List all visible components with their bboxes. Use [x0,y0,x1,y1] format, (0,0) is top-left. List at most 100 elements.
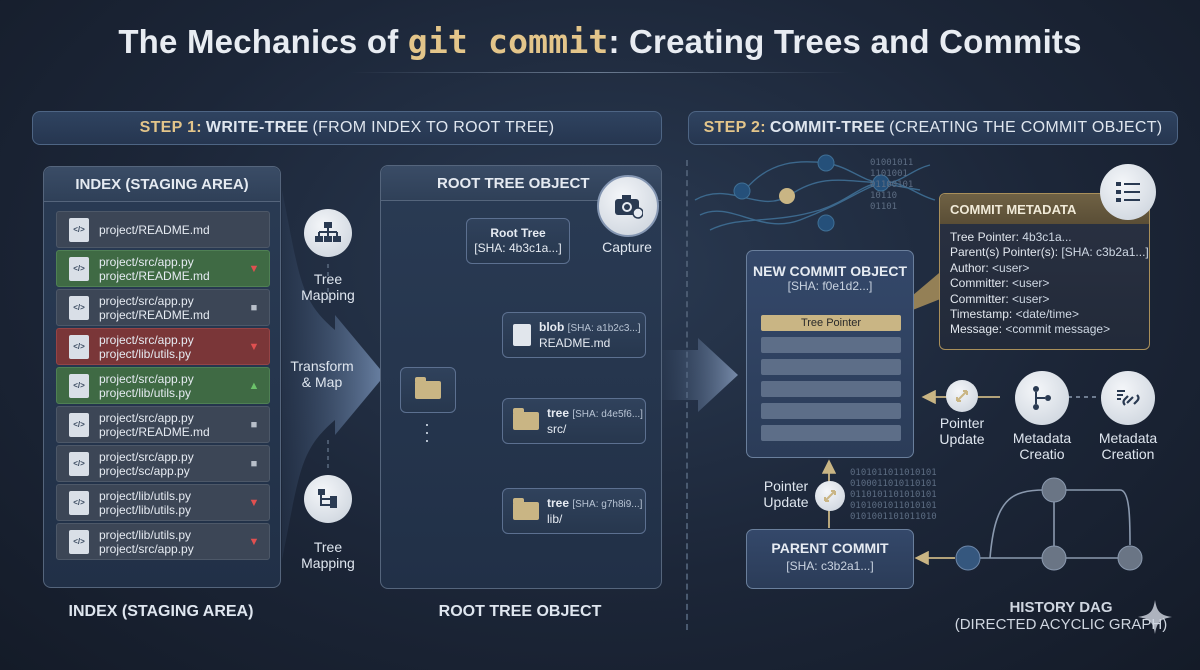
status-marker-icon: ▼ [248,535,260,548]
index-footer: INDEX (STAGING AREA) [68,603,254,620]
file-icon: </> [69,334,89,359]
step1-desc: (FROM INDEX TO ROOT TREE) [312,119,555,136]
metadata-value: <date/time> [1015,307,1079,322]
index-row-line1: project/src/app.py [99,371,194,386]
sparkle-icon [1138,600,1172,634]
transform-map-label: Transform & Map [282,358,362,390]
history-dag-label: HISTORY DAG (DIRECTED ACYCLIC GRAPH) [946,599,1176,633]
pointer-update-icon [946,380,978,412]
commit-metadata-lines: Tree Pointer: 4b3c1a...Parent(s) Pointer… [940,224,1149,338]
title-code: git commit [407,22,609,61]
step1-banner: STEP 1: WRITE-TREE (FROM INDEX TO ROOT T… [32,111,662,145]
index-row-line1: project/src/app.py [99,332,194,347]
dag-node [1117,545,1143,571]
commit-field-bar [761,425,901,441]
root-tree-sha: [SHA: 4b3c1a...] [474,241,562,255]
commit-field-bar [761,381,901,397]
status-marker-icon: ▼ [248,496,260,509]
title-prefix: The Mechanics of [118,23,408,60]
dag-node [955,545,981,571]
new-commit-object: NEW COMMIT OBJECT [SHA: f0e1d2...] Tree … [746,250,914,458]
index-row-line1: project/src/app.py [99,410,194,425]
pointer-update-bottom-word-1: Pointer [763,478,809,494]
blob-readme-node: blob [SHA: a1b2c3...] README.md [502,312,646,358]
status-marker-icon: ▼ [248,262,260,275]
folder-icon [513,498,539,520]
metadata-creatio-word-1: Metadata [1012,430,1072,446]
index-row: </>project/README.md [56,211,270,248]
commit-field-bar [761,359,901,375]
step2-banner: STEP 2: COMMIT-TREE (CREATING THE COMMIT… [688,111,1178,145]
history-dag-title: HISTORY DAG [1009,599,1113,616]
metadata-line: Parent(s) Pointer(s): [SHA: c3b2a1...] [940,245,1149,260]
parent-commit-header: PARENT COMMIT [771,540,889,556]
network-node [817,154,835,172]
tree-mapping-icon [304,209,352,257]
metadata-key: Committer: [950,291,1009,306]
root-tree-header-text: ROOT TREE OBJECT [437,174,590,192]
link-icon [1101,371,1155,425]
network-node [733,182,751,200]
root-tree-node: Root Tree [SHA: 4b3c1a...] [466,218,570,264]
binary-decoration-2: 0101011011010101 0100011010110101 011010… [850,468,937,522]
root-folder-node [400,367,456,413]
metadata-value: 4b3c1a... [1022,230,1072,244]
map-word: & Map [301,374,343,390]
metadata-key: Committer: [950,276,1009,291]
network-node [817,214,835,232]
metadata-creation-word-2: Creation [1101,446,1155,462]
file-icon: </> [69,529,89,554]
branch-icon [1015,371,1069,425]
index-row-line2: project/lib/utils.py [99,385,192,400]
pointer-update-word-1: Pointer [939,415,985,431]
step1-number: STEP 1: [139,119,202,136]
index-row-line1: project/lib/utils.py [99,488,192,503]
index-row-line1: project/README.md [99,222,210,237]
metadata-value: [SHA: c3b2a1...] [1061,245,1149,260]
tree-src-node: tree [SHA: d4e5f6...] src/ [502,398,646,444]
index-row-line2: project/sc/app.py [99,463,190,478]
tree-mapping-icon-bottom [304,475,352,523]
status-marker-icon: ■ [250,418,258,431]
index-row-line2: project/lib/utils.py [99,502,192,517]
tree-lib-node: tree [SHA: g7h8i9...] lib/ [502,488,646,534]
file-icon: </> [69,295,89,320]
file-icon: </> [69,373,89,398]
step2-number: STEP 2: [703,119,766,136]
index-row-line2: project/README.md [99,424,210,439]
list-icon [1100,164,1156,220]
index-row-line2: project/src/app.py [99,541,194,556]
root-tree-footer: ROOT TREE OBJECT [438,603,602,620]
commit-field-bar [761,403,901,419]
pointer-update-word-2: Update [939,431,985,447]
status-marker-icon: ■ [250,457,258,470]
metadata-value: <commit message> [1005,322,1111,337]
index-row-line2: project/README.md [99,268,210,283]
index-header: INDEX (STAGING AREA) [44,167,280,202]
step2-name: COMMIT-TREE [769,119,886,136]
file-icon: </> [69,490,89,515]
tree-lib-kind: tree [547,495,570,510]
metadata-value: <user> [1012,291,1050,306]
dag-node [1041,545,1067,571]
step1-name: WRITE-TREE [205,119,309,136]
metadata-key: Message: [950,322,1003,337]
index-panel: INDEX (STAGING AREA) </>project/README.m… [43,166,281,588]
blob-sha: [SHA: a1b2c3...] [567,322,641,334]
camera-icon [597,175,659,237]
tree-mapping-top-word-2: Mapping [301,287,355,303]
tree-mapping-top-word-1: Tree [313,271,343,287]
tree-mapping-label-top: Tree Mapping [288,271,368,303]
metadata-creatio-word-2: Creatio [1019,446,1065,462]
